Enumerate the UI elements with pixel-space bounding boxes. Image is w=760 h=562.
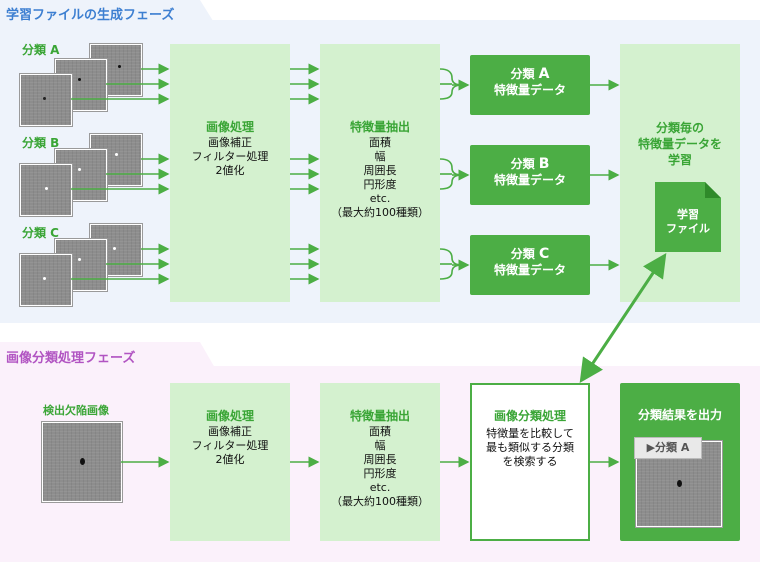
classification-box: 画像分類処理 特徴量を比較して 最も類似する分類 を検索する [470, 383, 590, 541]
feature-data-label: 分類 [510, 157, 535, 171]
classification-text: 最も類似する分類 [486, 441, 574, 454]
image-processing-step: 2値化 [215, 453, 245, 466]
defect-image [42, 422, 122, 502]
sample-image [20, 164, 72, 216]
feature-data-c: 分類 C 特徴量データ [470, 235, 590, 295]
image-processing-step: 画像補正 [208, 136, 252, 149]
image-processing-title: 画像処理 [205, 120, 254, 134]
defect-image-label: 検出欠陥画像 [43, 404, 109, 417]
feature-data-letter: A [538, 66, 550, 82]
phase2-tab [0, 342, 215, 368]
feature-data-label: 分類 [510, 247, 535, 261]
image-processing-step: フィルター処理 [191, 439, 269, 452]
feature-item: 幅 [374, 439, 386, 452]
merge-connector [439, 68, 463, 86]
merge-connector [439, 264, 463, 280]
double-arrow [579, 253, 667, 383]
learning-text: 特徴量データを [637, 137, 722, 151]
feature-item: 面積 [369, 136, 391, 149]
image-processing-title: 画像処理 [205, 409, 254, 423]
output-title: 分類結果を出力 [637, 408, 722, 422]
feature-extraction-title: 特徴量抽出 [349, 409, 410, 423]
feature-data-b: 分類 B 特徴量データ [470, 145, 590, 205]
feature-item: （最大約100種類） [331, 206, 429, 219]
classification-title: 画像分類処理 [493, 409, 566, 423]
feature-item: 周囲長 [363, 453, 397, 466]
learning-file-label: 学習 [677, 208, 699, 221]
sample-image [20, 254, 72, 306]
image-processing-step: フィルター処理 [191, 150, 269, 163]
class-c-label: 分類 C [22, 226, 59, 240]
feature-item: etc. [369, 192, 391, 205]
result-tag: ▶分類 A [634, 437, 702, 459]
classification-text: を検索する [502, 455, 558, 468]
feature-data-label: 分類 [510, 67, 535, 81]
feature-item: 幅 [374, 150, 386, 163]
learning-file-label: ファイル [666, 222, 710, 235]
feature-data-a: 分類 A 特徴量データ [470, 55, 590, 115]
feature-item: 円形度 [363, 467, 397, 480]
class-a-label: 分類 A [22, 43, 60, 57]
output-box: 分類結果を出力 ▶分類 A [620, 383, 740, 541]
feature-extraction-title: 特徴量抽出 [349, 120, 410, 134]
classification-text: 特徴量を比較して [486, 427, 574, 440]
feature-data-letter: C [538, 246, 550, 262]
feature-item: 周囲長 [363, 164, 397, 177]
feature-item: 円形度 [363, 178, 397, 191]
merge-connector [439, 248, 463, 266]
merge-connector [439, 84, 463, 100]
image-processing-step: 2値化 [215, 164, 245, 177]
image-processing-step: 画像補正 [208, 425, 252, 438]
sample-image [20, 74, 72, 126]
feature-data-letter: B [538, 156, 550, 172]
feature-extraction-box: 特徴量抽出 面積 幅 周囲長 円形度 etc. （最大約100種類） [320, 44, 440, 302]
image-processing-box: 画像処理 画像補正 フィルター処理 2値化 [170, 44, 290, 302]
image-processing-box-2: 画像処理 画像補正 フィルター処理 2値化 [170, 383, 290, 541]
feature-data-sub: 特徴量データ [493, 263, 566, 277]
phase2-title: 画像分類処理フェーズ [6, 351, 136, 366]
merge-connector [439, 174, 463, 190]
feature-extraction-box-2: 特徴量抽出 面積 幅 周囲長 円形度 etc. （最大約100種類） [320, 383, 440, 541]
feature-item: （最大約100種類） [331, 495, 429, 508]
feature-item: etc. [369, 481, 391, 494]
learning-text: 分類毎の [655, 121, 704, 135]
class-b-label: 分類 B [22, 136, 60, 150]
feature-item: 面積 [369, 425, 391, 438]
merge-connector [439, 158, 463, 176]
phase1-title: 学習ファイルの生成フェーズ [6, 8, 175, 23]
learning-text: 学習 [667, 153, 692, 167]
feature-data-sub: 特徴量データ [493, 173, 566, 187]
feature-data-sub: 特徴量データ [493, 83, 566, 97]
